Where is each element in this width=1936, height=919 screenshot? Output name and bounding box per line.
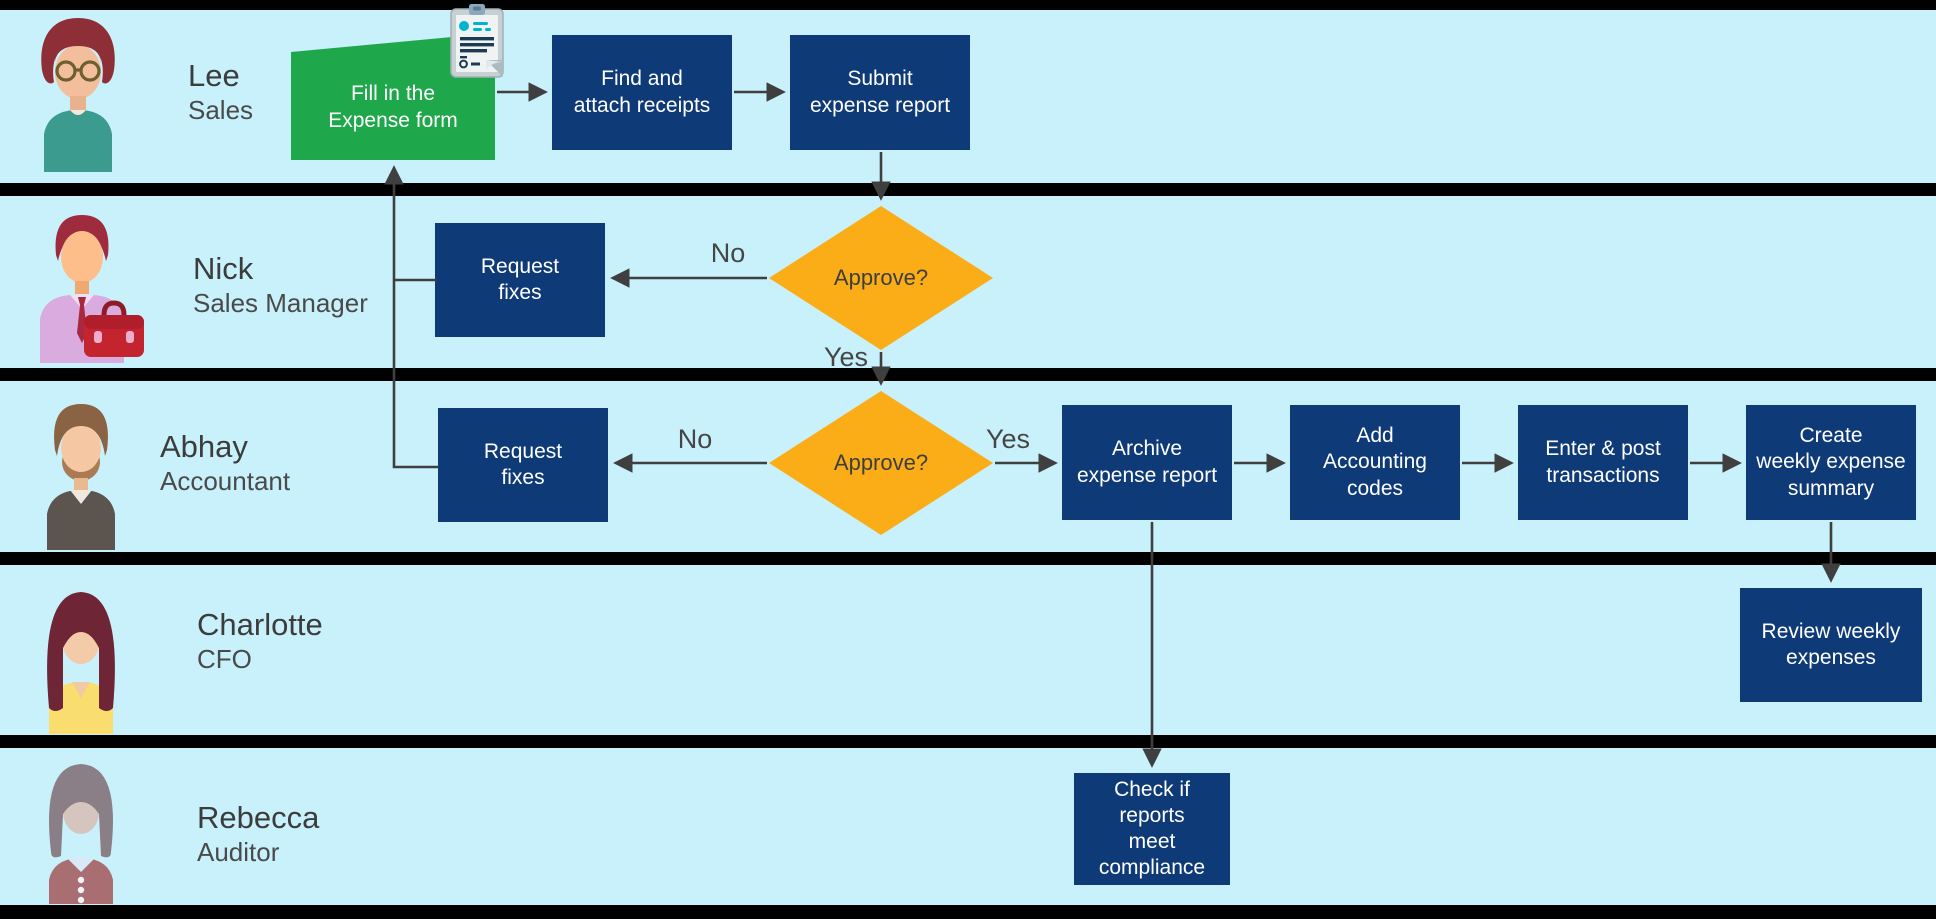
avatar-rebecca <box>49 764 113 904</box>
briefcase-icon <box>101 300 127 316</box>
lane-name: Nick <box>193 251 254 286</box>
avatar-charlotte <box>47 592 115 734</box>
lane-label-lee: Lee Sales <box>188 57 253 126</box>
avatar-nick <box>40 215 144 363</box>
lane-divider <box>0 368 1936 381</box>
avatar-lee <box>41 18 115 172</box>
node-archive-report: Archive expense report <box>1062 405 1232 520</box>
lane-role: CFO <box>197 644 252 674</box>
edge-label-yes-abhay: Yes <box>985 424 1031 454</box>
lane-name: Lee <box>188 58 240 93</box>
lane-divider <box>0 0 1936 10</box>
edge-label-no-abhay: No <box>677 424 713 454</box>
lane-label-charlotte: Charlotte CFO <box>197 606 323 675</box>
node-weekly-summary: Create weekly expense summary <box>1746 405 1916 520</box>
lane-role: Accountant <box>160 466 291 496</box>
lane-role: Auditor <box>197 837 280 867</box>
lane-name: Abhay <box>160 429 248 464</box>
node-request-fixes-nick: Request fixes <box>435 223 605 337</box>
node-accounting-codes: Add Accounting codes <box>1290 405 1460 520</box>
avatar-abhay <box>47 404 115 550</box>
lane-divider <box>0 905 1936 919</box>
lane-name: Charlotte <box>197 607 323 642</box>
node-review-expenses: Review weekly expenses <box>1740 588 1922 702</box>
lane-label-abhay: Abhay Accountant <box>160 428 290 497</box>
lane-divider <box>0 552 1936 565</box>
decision-approve-nick: Approve? <box>769 206 993 350</box>
node-fill-expense-form: Fill in the Expense form <box>291 33 495 160</box>
lane-name: Rebecca <box>197 800 320 835</box>
node-check-compliance: Check if reports meet compliance <box>1074 773 1230 885</box>
node-find-receipts: Find and attach receipts <box>552 35 732 150</box>
lane-label-rebecca: Rebecca Auditor <box>197 799 319 868</box>
edge-label-yes-nick: Yes <box>823 342 869 372</box>
node-submit-report: Submit expense report <box>790 35 970 150</box>
node-request-fixes-abhay: Request fixes <box>438 408 608 522</box>
lane-label-nick: Nick Sales Manager <box>193 250 368 319</box>
clipboard-icon <box>450 4 504 78</box>
lane-divider <box>0 183 1936 196</box>
lane-role: Sales Manager <box>193 288 368 318</box>
decision-approve-abhay: Approve? <box>769 391 993 535</box>
lane-divider <box>0 735 1936 748</box>
edge-label-no-nick: No <box>710 238 746 268</box>
lane-role: Sales <box>188 95 254 125</box>
node-post-transactions: Enter & post transactions <box>1518 405 1688 520</box>
